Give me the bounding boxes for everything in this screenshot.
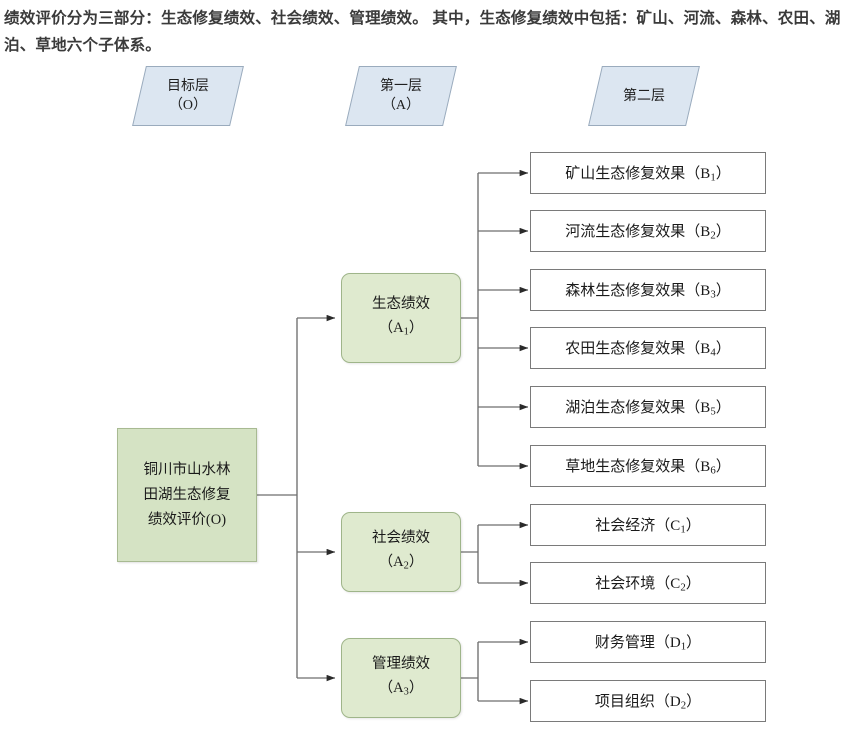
layer-header-first: 第一层 （A） [345, 66, 457, 126]
criteria-node-a3-code: （A3） [378, 679, 424, 698]
indicator-code-c1: C [670, 518, 681, 535]
goal-node-text: 铜川市山水林 田湖生态修复 绩效评价(O) [144, 458, 231, 533]
indicator-name-c2: 社会环境 [595, 576, 656, 593]
indicator-box-b3: 森林生态修复效果（B3） [530, 269, 766, 311]
indicator-name-d2: 项目组织 [594, 694, 655, 711]
indicator-name-b1: 矿山生态修复效果 [565, 166, 686, 183]
layer-header-first-line2: （A） [381, 98, 421, 113]
indicator-name-c1: 社会经济 [595, 518, 656, 535]
indicator-index-b2: 2 [710, 229, 716, 242]
indicator-code-c2: C [670, 576, 681, 593]
goal-node: 铜川市山水林 田湖生态修复 绩效评价(O) [117, 428, 257, 562]
indicator-label-b6: 草地生态修复效果（B6） [565, 459, 731, 477]
layer-header-goal-line1: 目标层 [167, 79, 209, 94]
indicator-name-b2: 河流生态修复效果 [565, 224, 686, 241]
indicator-code-b1: B [700, 166, 711, 183]
criteria-node-a1: 生态绩效 （A1） [341, 273, 461, 363]
criteria-node-a1-name: 生态绩效 [372, 295, 430, 312]
layer-header-goal: 目标层 （O） [132, 66, 244, 126]
description-paragraph: 绩效评价分为三部分：生态修复绩效、社会绩效、管理绩效。 其中，生态修复绩效中包括… [4, 10, 841, 54]
indicator-label-b5: 湖泊生态修复效果（B5） [565, 400, 731, 418]
indicator-label-b3: 森林生态修复效果（B3） [565, 283, 731, 301]
criteria-node-a2-code: （A2） [378, 553, 424, 572]
indicator-index-b3: 3 [710, 288, 716, 301]
indicator-index-b6: 6 [710, 464, 716, 477]
indicator-code-b5: B [700, 400, 711, 417]
indicator-code-b6: B [700, 459, 711, 476]
indicator-box-c2: 社会环境（C2） [530, 562, 766, 604]
criteria-node-a1-code: （A1） [378, 319, 424, 338]
indicator-name-b3: 森林生态修复效果 [565, 283, 686, 300]
indicator-label-d1: 财务管理（D1） [594, 635, 702, 653]
goal-node-line1: 铜川市山水林 [143, 461, 231, 478]
layer-header-second-text: 第二层 [623, 88, 665, 104]
criteria-node-a3: 管理绩效 （A3） [341, 638, 461, 718]
indicator-label-b2: 河流生态修复效果（B2） [565, 224, 731, 242]
layer-header-goal-line2: （O） [168, 98, 208, 113]
indicator-name-b4: 农田生态修复效果 [565, 341, 686, 358]
indicator-label-c1: 社会经济（C1） [595, 518, 701, 536]
indicator-label-b1: 矿山生态修复效果（B1） [565, 166, 731, 184]
indicator-index-c1: 1 [680, 523, 686, 536]
indicator-index-b5: 5 [710, 405, 716, 418]
indicator-index-c2: 2 [680, 581, 686, 594]
indicator-box-b4: 农田生态修复效果（B4） [530, 327, 766, 369]
indicator-box-d2: 项目组织（D2） [530, 680, 766, 722]
criteria-node-a1-index: 1 [403, 326, 409, 338]
indicator-label-d2: 项目组织（D2） [594, 694, 702, 712]
criteria-node-a2-index: 2 [403, 560, 409, 572]
layer-header-second: 第二层 [588, 66, 700, 126]
indicator-index-b1: 1 [710, 171, 716, 184]
indicator-code-b2: B [700, 224, 711, 241]
indicator-box-d1: 财务管理（D1） [530, 621, 766, 663]
indicator-box-c1: 社会经济（C1） [530, 504, 766, 546]
indicator-code-b4: B [700, 341, 711, 358]
indicator-label-c2: 社会环境（C2） [595, 576, 701, 594]
indicator-name-b6: 草地生态修复效果 [565, 459, 686, 476]
indicator-code-d1: D [669, 635, 681, 652]
indicator-code-b3: B [700, 283, 711, 300]
criteria-node-a3-index: 3 [403, 686, 409, 698]
indicator-label-b4: 农田生态修复效果（B4） [565, 341, 731, 359]
criteria-node-a2-name: 社会绩效 [372, 529, 430, 546]
criteria-node-a2: 社会绩效 （A2） [341, 512, 461, 592]
criteria-node-a1-text: 生态绩效 （A1） [372, 292, 430, 344]
indicator-box-b1: 矿山生态修复效果（B1） [530, 152, 766, 194]
indicator-box-b2: 河流生态修复效果（B2） [530, 210, 766, 252]
criteria-node-a3-name: 管理绩效 [372, 655, 430, 672]
goal-node-line3: 绩效评价(O) [147, 511, 227, 528]
criteria-node-a2-text: 社会绩效 （A2） [372, 526, 430, 578]
indicator-index-d2: 2 [680, 699, 687, 712]
indicator-code-d2: D [669, 694, 681, 711]
indicator-index-d1: 1 [680, 640, 687, 653]
criteria-node-a3-text: 管理绩效 （A3） [372, 652, 430, 704]
indicator-name-d1: 财务管理 [594, 635, 655, 652]
layer-header-first-line1: 第一层 [380, 79, 422, 94]
goal-node-line2: 田湖生态修复 [143, 486, 231, 503]
indicator-index-b4: 4 [710, 346, 716, 359]
indicator-name-b5: 湖泊生态修复效果 [565, 400, 686, 417]
indicator-box-b6: 草地生态修复效果（B6） [530, 445, 766, 487]
layer-header-goal-text: 目标层 （O） [167, 77, 209, 115]
layer-header-first-text: 第一层 （A） [380, 77, 422, 115]
indicator-box-b5: 湖泊生态修复效果（B5） [530, 386, 766, 428]
